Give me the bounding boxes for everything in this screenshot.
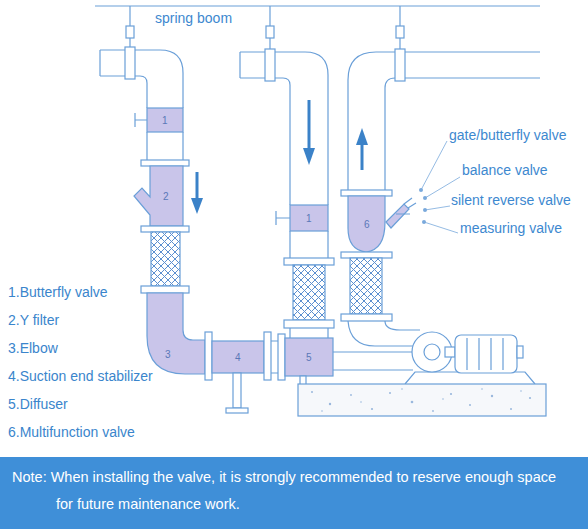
leader-dot <box>422 220 426 224</box>
callout-number: 2 <box>163 191 169 202</box>
ceiling-line <box>95 5 540 6</box>
flexible-joint <box>293 265 325 320</box>
legend-item: 3.Elbow <box>8 341 58 356</box>
butterfly-valve <box>290 205 328 231</box>
pump-eye <box>424 344 440 360</box>
flange <box>205 332 212 380</box>
flow-arrow <box>196 172 199 200</box>
flange <box>284 320 334 328</box>
callout-number: 3 <box>165 349 171 360</box>
y-filter <box>134 166 183 226</box>
leader-dot <box>419 188 423 192</box>
flange <box>341 252 392 258</box>
flange <box>141 160 189 166</box>
concrete-pad <box>298 384 546 416</box>
leader-dot <box>423 208 427 212</box>
arrow-head <box>303 148 315 165</box>
flange <box>141 226 189 232</box>
pipe-clamp <box>265 49 275 81</box>
legend-item: 4.Suction end stabilizer <box>8 369 153 384</box>
arrow-head <box>356 128 368 145</box>
callout-label: silent reverse valve <box>451 193 571 208</box>
flow-arrow <box>308 100 311 150</box>
flange <box>141 286 189 293</box>
valve-handle <box>135 113 147 127</box>
motor-ribs <box>467 338 503 370</box>
pipe <box>271 341 278 373</box>
elbow <box>147 293 205 374</box>
motor-end <box>517 346 523 358</box>
flange <box>264 332 271 380</box>
butterfly-valve <box>147 108 183 132</box>
coupling <box>445 347 455 357</box>
header-label: spring boom <box>155 11 232 26</box>
pipe <box>100 50 183 108</box>
pump-base <box>405 372 535 384</box>
pipe-clamp <box>395 49 405 81</box>
flow-arrow <box>361 142 364 170</box>
callout-label: measuring valve <box>460 221 562 236</box>
pipe <box>290 328 328 338</box>
pipe <box>333 352 413 370</box>
legend-item: 2.Y filter <box>8 313 59 328</box>
concrete-speckle <box>311 388 531 412</box>
suction-stabilizer <box>212 341 264 373</box>
legend-item: 6.Multifunction valve <box>8 425 135 440</box>
pipe-clamp <box>125 47 135 79</box>
support-base <box>226 408 248 413</box>
spring-hanger <box>396 26 404 38</box>
flange <box>341 314 392 321</box>
pipe <box>290 231 328 258</box>
legend-item: 1.Butterfly valve <box>8 285 108 300</box>
callout-number: 6 <box>364 219 370 230</box>
flexible-joint <box>350 258 382 314</box>
valve-handle <box>276 211 290 225</box>
note-band: Note: When installing the valve, it is s… <box>0 457 588 529</box>
valve-bonnet <box>386 204 409 228</box>
note-text: Note: When installing the valve, it is s… <box>12 464 576 518</box>
motor <box>455 335 517 373</box>
pipe <box>348 321 420 346</box>
flange <box>284 258 334 265</box>
callout-number: 1 <box>162 115 168 126</box>
callout-number: 1 <box>306 213 312 224</box>
callout-number: 5 <box>306 352 312 363</box>
leader-line <box>421 141 460 233</box>
flange <box>278 334 285 380</box>
diffuser <box>285 338 333 376</box>
flange <box>341 190 392 196</box>
pipe <box>147 132 183 160</box>
spring-hanger <box>266 26 274 38</box>
legend-item: 5.Diffuser <box>8 397 68 412</box>
support-leg <box>233 373 241 408</box>
callout-label: balance valve <box>462 163 548 178</box>
spring-hanger <box>126 26 134 38</box>
multifunction-valve <box>348 196 385 252</box>
leader-dot <box>423 196 427 200</box>
callout-number: 4 <box>235 352 241 363</box>
valve-stem <box>396 198 416 214</box>
callout-label: gate/butterfly valve <box>449 128 567 143</box>
pipe <box>240 52 328 205</box>
flexible-joint <box>151 232 180 286</box>
arrow-head <box>191 198 203 214</box>
